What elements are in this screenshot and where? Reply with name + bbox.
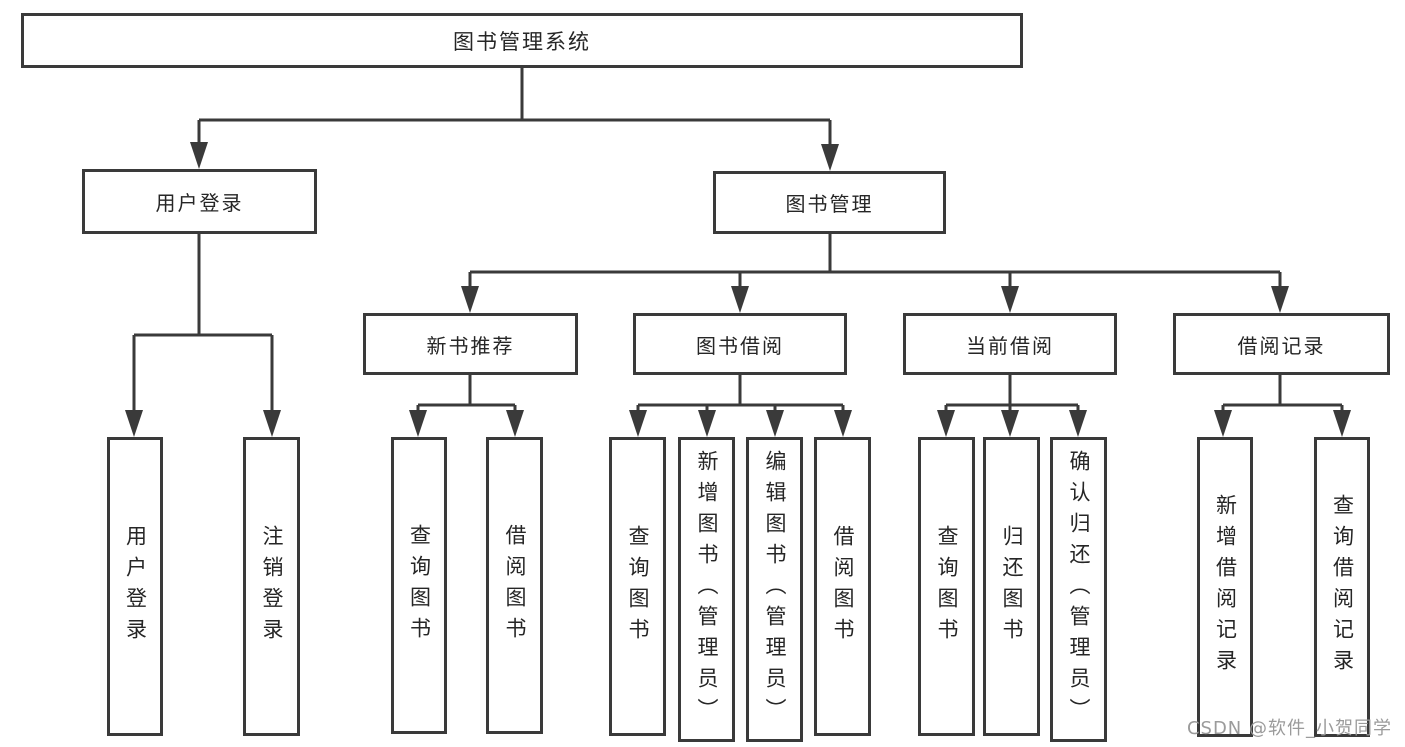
leaf-add-books-admin: 新增图书（管理员） (678, 437, 735, 742)
leaf-borrow-books: 借阅图书 (486, 437, 543, 734)
node-label: 查询图书 (407, 523, 432, 648)
node-label: 用户登录 (123, 524, 148, 649)
arrow-down-icon (125, 410, 143, 437)
leaf-edit-books-admin: 编辑图书（管理员） (746, 437, 803, 742)
node-label: 用户登录 (155, 191, 244, 215)
node-label: 图书借阅 (696, 333, 784, 358)
node-label: 编辑图书（管理员） (763, 450, 787, 729)
node-label: 图书管理 (785, 192, 874, 216)
node-label: 注销登录 (260, 524, 284, 649)
leaf-return-books: 归还图书 (983, 437, 1040, 736)
leaf-confirm-return-admin: 确认归还（管理员） (1050, 437, 1107, 742)
node-label: 借阅记录 (1237, 333, 1326, 358)
leaf-query-borrow-record: 查询借阅记录 (1314, 437, 1370, 737)
arrow-down-icon (263, 410, 281, 437)
arrow-down-icon (731, 286, 749, 313)
node-label: 查询图书 (626, 524, 650, 649)
leaf-query-books: 查询图书 (391, 437, 447, 734)
node-label: 借阅图书 (831, 524, 855, 649)
arrow-down-icon (698, 410, 716, 437)
arrow-down-icon (506, 410, 524, 437)
arrow-down-icon (1333, 410, 1351, 437)
arrow-down-icon (821, 144, 839, 171)
node-label: 新书推荐 (426, 333, 515, 358)
leaf-borrow-books: 借阅图书 (814, 437, 871, 736)
node-label: 新增图书（管理员） (695, 450, 719, 729)
node-label: 归还图书 (1000, 524, 1024, 649)
node-label: 当前借阅 (966, 333, 1054, 358)
node-label: 查询借阅记录 (1330, 494, 1355, 680)
arrow-down-icon (766, 410, 784, 437)
node-user-login: 用户登录 (82, 169, 317, 234)
arrowhead-icons (125, 142, 1351, 437)
arrow-down-icon (409, 410, 427, 437)
node-borrowing-records: 借阅记录 (1173, 313, 1390, 375)
node-current-borrowing: 当前借阅 (903, 313, 1117, 375)
leaf-user-login: 用户登录 (107, 437, 163, 736)
leaf-logout: 注销登录 (243, 437, 300, 736)
node-label: 借阅图书 (503, 523, 527, 648)
arrow-down-icon (1001, 286, 1019, 313)
arrow-down-icon (1001, 410, 1019, 437)
leaf-add-borrow-record: 新增借阅记录 (1197, 437, 1253, 737)
node-library-management-system: 图书管理系统 (21, 13, 1023, 68)
arrow-down-icon (937, 410, 955, 437)
arrow-down-icon (1069, 410, 1087, 437)
leaf-query-books: 查询图书 (918, 437, 975, 736)
csdn-watermark: CSDN @软件_小贺同学 (1186, 718, 1392, 739)
arrow-down-icon (1214, 410, 1232, 437)
node-new-book-recommendation: 新书推荐 (363, 313, 578, 375)
arrow-down-icon (834, 410, 852, 437)
node-book-management: 图书管理 (713, 171, 946, 234)
node-label: 图书管理系统 (453, 29, 591, 54)
node-book-borrowing: 图书借阅 (633, 313, 847, 375)
arrow-down-icon (190, 142, 208, 169)
node-label: 查询图书 (935, 524, 959, 649)
node-label: 确认归还（管理员） (1067, 450, 1091, 729)
leaf-query-books: 查询图书 (609, 437, 666, 736)
arrow-down-icon (1271, 286, 1289, 313)
node-label: 新增借阅记录 (1213, 494, 1238, 680)
arrow-down-icon (629, 410, 647, 437)
arrow-down-icon (461, 286, 479, 313)
